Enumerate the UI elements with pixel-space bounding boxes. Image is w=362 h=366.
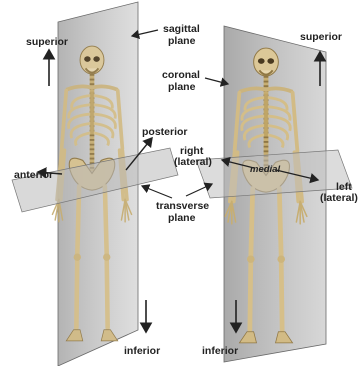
label-coronal-plane-line1: coronal xyxy=(162,69,200,81)
label-left-line2: (lateral) xyxy=(320,192,358,204)
label-transverse-plane-line2: plane xyxy=(168,212,196,224)
label-sagittal-plane-line2: plane xyxy=(168,35,196,47)
transverse-leader-left xyxy=(142,186,172,198)
label-sagittal-plane-line1: sagittal xyxy=(163,23,200,35)
label-transverse-plane-line1: transverse xyxy=(156,200,209,212)
label-coronal-plane-line2: plane xyxy=(168,81,196,93)
label-medial: medial xyxy=(250,164,280,175)
label-right-line2: (lateral) xyxy=(174,156,212,168)
label-inferior-left: inferior xyxy=(124,345,160,357)
label-superior-left: superior xyxy=(26,36,68,48)
label-superior-right: superior xyxy=(300,31,342,43)
label-anterior: anterior xyxy=(14,169,53,181)
label-posterior: posterior xyxy=(142,126,188,138)
label-inferior-right: inferior xyxy=(202,345,238,357)
